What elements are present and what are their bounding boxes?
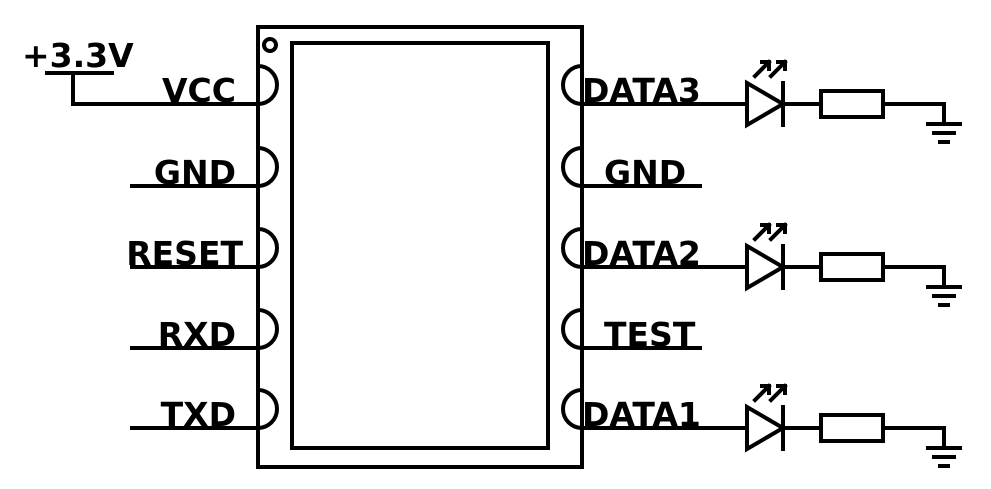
left-pin-2-notch: [255, 145, 279, 189]
module: [256, 25, 584, 469]
right-pin-2: GND: [561, 145, 702, 192]
led-1-icon: [745, 59, 788, 129]
left-pin-4-notch: [255, 307, 279, 351]
right-pin-3: DATA2: [561, 226, 749, 273]
module-outline: [256, 25, 584, 469]
left-pin-3-label: RESET: [126, 234, 243, 273]
left-pin-2: GND: [130, 145, 279, 192]
right-pin-1-label: DATA3: [582, 71, 701, 110]
right-pin-4-notch: [561, 307, 585, 351]
ground-3-icon: [926, 426, 962, 468]
right-pin-3-label: DATA2: [582, 234, 701, 273]
module-inner-frame: [290, 41, 550, 450]
right-pin-5-label: DATA1: [582, 395, 701, 434]
right-pin-4-label: TEST: [604, 315, 696, 354]
left-pin-4: RXD: [130, 307, 279, 354]
resistor-3-icon: [819, 413, 885, 443]
resistor-2-icon: [819, 252, 885, 282]
left-pin-3-notch: [255, 226, 279, 270]
resistor-1-icon: [819, 89, 885, 119]
right-pin-1-notch: [561, 63, 585, 107]
right-pin-5: DATA1: [561, 387, 749, 434]
led-3-icon: [745, 383, 788, 453]
right-pin-2-notch: [561, 145, 585, 189]
left-pin-5: TXD: [130, 387, 279, 434]
left-pin-1-label: VCC: [162, 71, 236, 110]
right-pin-4: TEST: [561, 307, 702, 354]
led-circuit-3: [745, 383, 962, 468]
left-pin-2-label: GND: [154, 153, 236, 192]
left-pin-1-notch: [255, 63, 279, 107]
left-pin-group: VCC GND RESET RXD TXD: [71, 63, 279, 434]
left-pin-5-label: TXD: [161, 395, 236, 434]
pin1-marker: [262, 37, 278, 53]
right-pin-5-notch: [561, 387, 585, 431]
ground-2-icon: [926, 265, 962, 307]
supply-symbol: +3.3V: [22, 36, 134, 106]
right-pin-2-label: GND: [604, 153, 686, 192]
right-pin-1: DATA3: [561, 63, 749, 110]
supply-label: +3.3V: [22, 36, 134, 75]
left-pin-5-notch: [255, 387, 279, 431]
right-pin-3-notch: [561, 226, 585, 270]
left-pin-1: VCC: [71, 63, 279, 110]
led-2-icon: [745, 222, 788, 292]
led-circuit-2: [745, 222, 962, 307]
right-pin-group: DATA3 GND DATA2 TEST DATA1: [561, 63, 749, 434]
led-circuit-1: [745, 59, 962, 144]
ground-1-icon: [926, 102, 962, 144]
left-pin-4-label: RXD: [158, 315, 236, 354]
left-pin-3: RESET: [126, 226, 279, 273]
